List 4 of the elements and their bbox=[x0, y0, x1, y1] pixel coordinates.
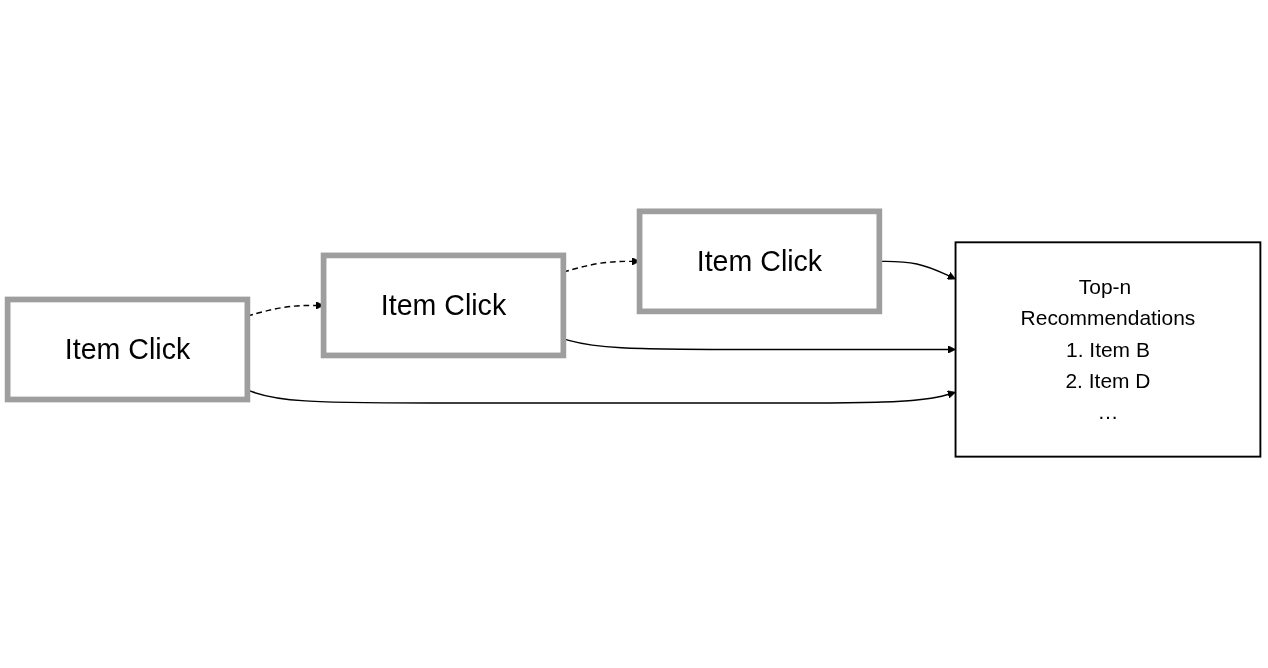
node-box: Item Click bbox=[4, 296, 251, 403]
node-box: Top-n Recommendations 1. Item B 2. Item D … bbox=[954, 241, 1262, 458]
node-box: Item Click bbox=[320, 252, 567, 359]
node-box: Item Click bbox=[636, 208, 883, 315]
